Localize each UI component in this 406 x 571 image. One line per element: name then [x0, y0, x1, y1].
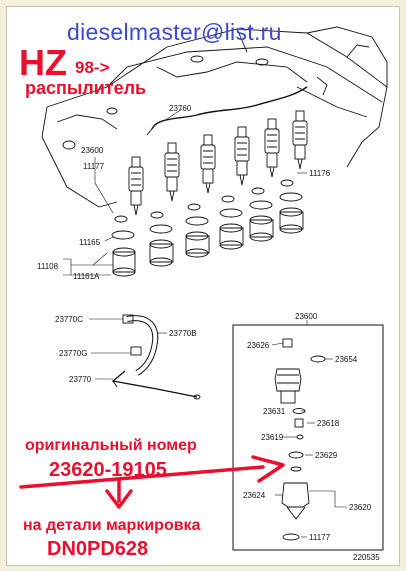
label-23624: 23624	[243, 491, 266, 500]
leak-off-pipe	[151, 86, 308, 130]
marking-label: на детали маркировка	[23, 517, 201, 534]
label-23654: 23654	[335, 355, 358, 364]
label-23770: 23770	[69, 375, 92, 384]
label-11177-top: 11177	[83, 162, 105, 171]
label-23770g: 23770G	[59, 349, 87, 358]
label-11108: 11108	[37, 262, 59, 271]
holder-row	[111, 179, 304, 277]
label-23619: 23619	[261, 433, 284, 442]
contact-email: dieselmaster@list.ru	[67, 19, 282, 45]
label-23760: 23760	[169, 104, 192, 113]
diagram-frame: 23760 23600 11177 11176 11165 11108 1116…	[6, 6, 400, 566]
parts-diagram: 23760 23600 11177 11176 11165 11108 1116…	[19, 26, 388, 562]
original-part-number: 23620-19105	[49, 459, 167, 481]
return-pipe-group	[111, 314, 201, 400]
engine-head-outline	[41, 26, 388, 208]
label-23770b: 23770B	[169, 329, 197, 338]
drawing-id: 220535	[353, 553, 380, 562]
injector-row	[128, 110, 308, 216]
engine-model: HZ	[19, 42, 67, 83]
label-23600-top: 23600	[81, 146, 104, 155]
label-23620: 23620	[349, 503, 372, 512]
label-11176: 11176	[309, 169, 331, 178]
label-11165: 11165	[79, 238, 101, 247]
label-11161a: 11161A	[73, 272, 100, 281]
label-11177-detail: 11177	[309, 533, 331, 542]
label-23770c: 23770C	[55, 315, 83, 324]
part-name: распылитель	[25, 78, 147, 98]
label-23618: 23618	[317, 419, 340, 428]
label-23629: 23629	[315, 451, 338, 460]
detail-box	[232, 324, 384, 551]
original-number-label: оригинальный номер	[25, 437, 197, 454]
injector-detail	[274, 338, 326, 541]
label-23600-detail: 23600	[295, 312, 318, 321]
annotation-arrows	[19, 455, 285, 509]
model-year-range: 98->	[75, 58, 110, 77]
label-23631: 23631	[263, 407, 286, 416]
part-marking: DN0PD628	[47, 538, 149, 560]
label-23626: 23626	[247, 341, 270, 350]
